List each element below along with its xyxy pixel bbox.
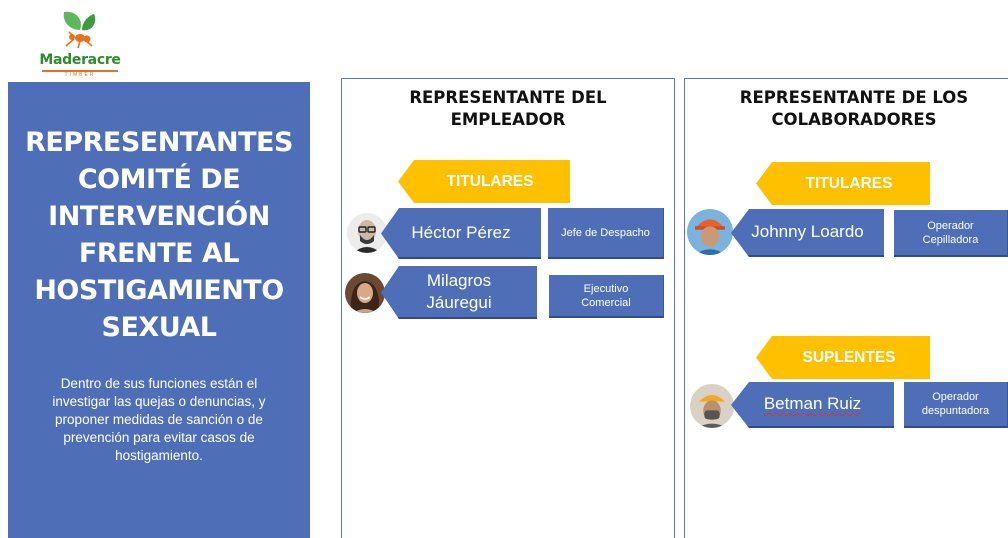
woman-avatar-icon <box>345 273 385 313</box>
employer-titulares-tag: TITULARES <box>398 160 570 203</box>
member-name-label: Milagros Jáuregui <box>426 270 492 312</box>
member-role-label: Operador despuntadora <box>921 391 990 417</box>
collaborators-suplentes-label: SUPLENTES <box>802 348 896 366</box>
member-role-label: Ejecutivo Comercial <box>581 282 631 309</box>
member-name-label: Héctor Pérez <box>411 222 511 242</box>
collaborators-column: REPRESENTANTE DE LOS COLABORADORES <box>684 78 1008 538</box>
member-name-betman: Betman Ruiz <box>731 382 894 428</box>
worker-mask-avatar-icon <box>690 384 734 428</box>
member-name-milagros: Milagros Jáuregui <box>381 266 537 319</box>
logo-name: Maderacre <box>39 52 121 68</box>
member-role-label: Jefe de Despacho <box>561 226 650 239</box>
committee-panel: REPRESENTANTES COMITÉ DE INTERVENCIÓN FR… <box>8 82 310 538</box>
leaf-ant-logo-icon <box>63 11 96 49</box>
member-role-milagros: Ejecutivo Comercial <box>549 275 664 318</box>
worker-helmet-avatar-icon <box>687 209 733 255</box>
committee-description: Dentro de sus funciones están el investi… <box>52 376 266 463</box>
member-name-label: Betman Ruiz <box>763 394 862 413</box>
collaborators-titulares-tag: TITULARES <box>756 162 930 205</box>
member-name-johnny: Johnny Loardo <box>731 209 884 257</box>
member-role-johnny: Operador Cepilladora <box>894 210 1008 257</box>
member-role-label: Operador Cepilladora <box>922 219 979 246</box>
member-role-betman: Operador despuntadora <box>904 382 1008 428</box>
collaborators-title: REPRESENTANTE DE LOS COLABORADORES <box>739 88 969 129</box>
logo-subtitle: TIMBER <box>42 70 118 78</box>
collaborators-titulares-label: TITULARES <box>805 174 893 192</box>
member-name-hector: Héctor Pérez <box>381 208 541 259</box>
employer-title: REPRESENTANTE DEL EMPLEADOR <box>409 88 607 129</box>
employer-titulares-label: TITULARES <box>446 172 534 190</box>
member-name-label: Johnny Loardo <box>751 222 864 241</box>
committee-title: REPRESENTANTES COMITÉ DE INTERVENCIÓN FR… <box>25 127 293 343</box>
man-glasses-avatar-icon <box>347 213 387 253</box>
company-logo: Maderacre TIMBER <box>34 8 126 78</box>
collaborators-suplentes-tag: SUPLENTES <box>756 336 930 379</box>
member-role-hector: Jefe de Despacho <box>548 208 664 259</box>
